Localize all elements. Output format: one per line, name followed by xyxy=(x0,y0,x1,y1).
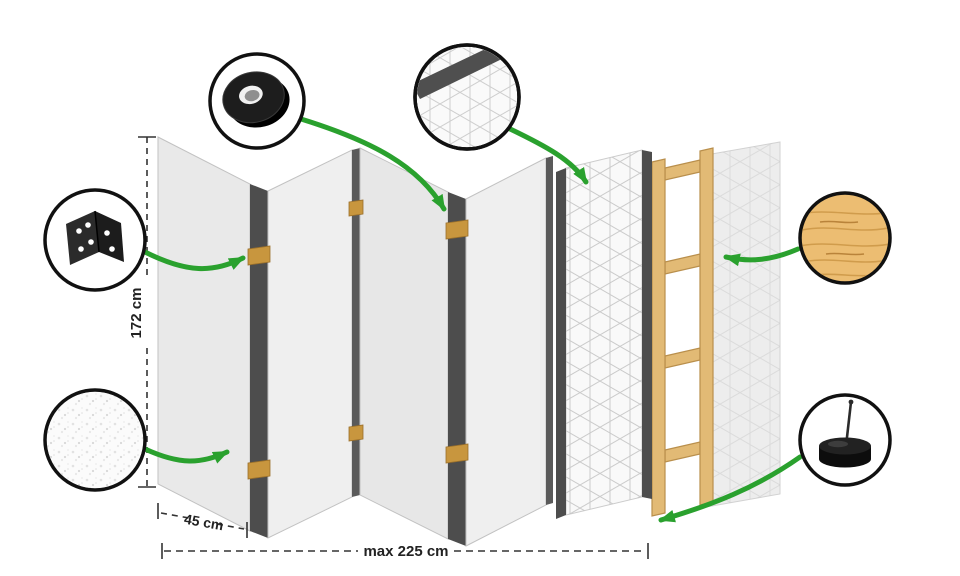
hinge xyxy=(445,219,469,240)
panel-2 xyxy=(267,149,353,539)
callout-bracket xyxy=(43,188,147,292)
callout-pattern xyxy=(413,43,521,151)
frame-rail-left xyxy=(651,158,666,517)
fold-edge-2 xyxy=(352,148,360,497)
hinge xyxy=(247,245,271,266)
frame-rail-right xyxy=(699,147,714,506)
dimension-max-width xyxy=(161,543,649,559)
callout-fleece xyxy=(43,388,147,492)
panel-1 xyxy=(157,136,251,532)
frame-rung xyxy=(664,441,701,463)
canvas-sheet xyxy=(705,141,781,508)
folding-screen xyxy=(157,136,553,547)
frame-rung xyxy=(664,347,701,369)
hinge xyxy=(348,424,364,442)
arrow-pattern-to-panel xyxy=(503,124,589,185)
fleece-texture-icon xyxy=(47,392,143,488)
canvas-sheet-pattern xyxy=(706,142,780,507)
tape-roll-icon xyxy=(222,71,290,128)
fold-edge-3 xyxy=(448,192,466,546)
dimension-panel-width xyxy=(157,503,248,538)
callout-foot xyxy=(798,393,892,487)
felt-foot-icon xyxy=(819,399,871,468)
callout-arrows xyxy=(142,116,803,523)
hinges xyxy=(247,199,469,480)
callout-tape xyxy=(208,52,306,150)
frame-rung xyxy=(664,253,701,275)
fold-edge-1 xyxy=(250,184,268,538)
printed-panel-pattern xyxy=(566,150,642,515)
wooden-frame xyxy=(651,147,714,517)
geometric-pattern-icon xyxy=(417,47,517,147)
printed-panel-edge-left xyxy=(556,168,566,519)
hinge xyxy=(247,459,271,480)
arrow-fleece-to-panel xyxy=(142,446,230,464)
fold-edge-4 xyxy=(546,156,553,505)
height-label: 172 cm xyxy=(128,288,145,339)
hinge xyxy=(445,443,469,464)
panel-width-label: 45 cm xyxy=(183,511,225,534)
callout-wood xyxy=(798,191,892,285)
dimension-height xyxy=(138,136,156,488)
max-width-label: max 225 cm xyxy=(363,543,448,560)
panel-4 xyxy=(465,157,547,547)
arrow-tape-to-joint xyxy=(298,116,447,212)
hinge xyxy=(348,199,364,217)
arrow-wood-to-frame xyxy=(723,246,801,267)
arrow-bracket-to-joint xyxy=(142,249,246,272)
arrow-foot-to-bottom xyxy=(658,454,803,523)
frame-rung xyxy=(664,159,701,181)
printed-panel xyxy=(556,149,652,519)
panel-3 xyxy=(359,147,449,540)
printed-panel-edge-right xyxy=(642,150,652,499)
hinge-bracket-icon xyxy=(66,210,124,265)
